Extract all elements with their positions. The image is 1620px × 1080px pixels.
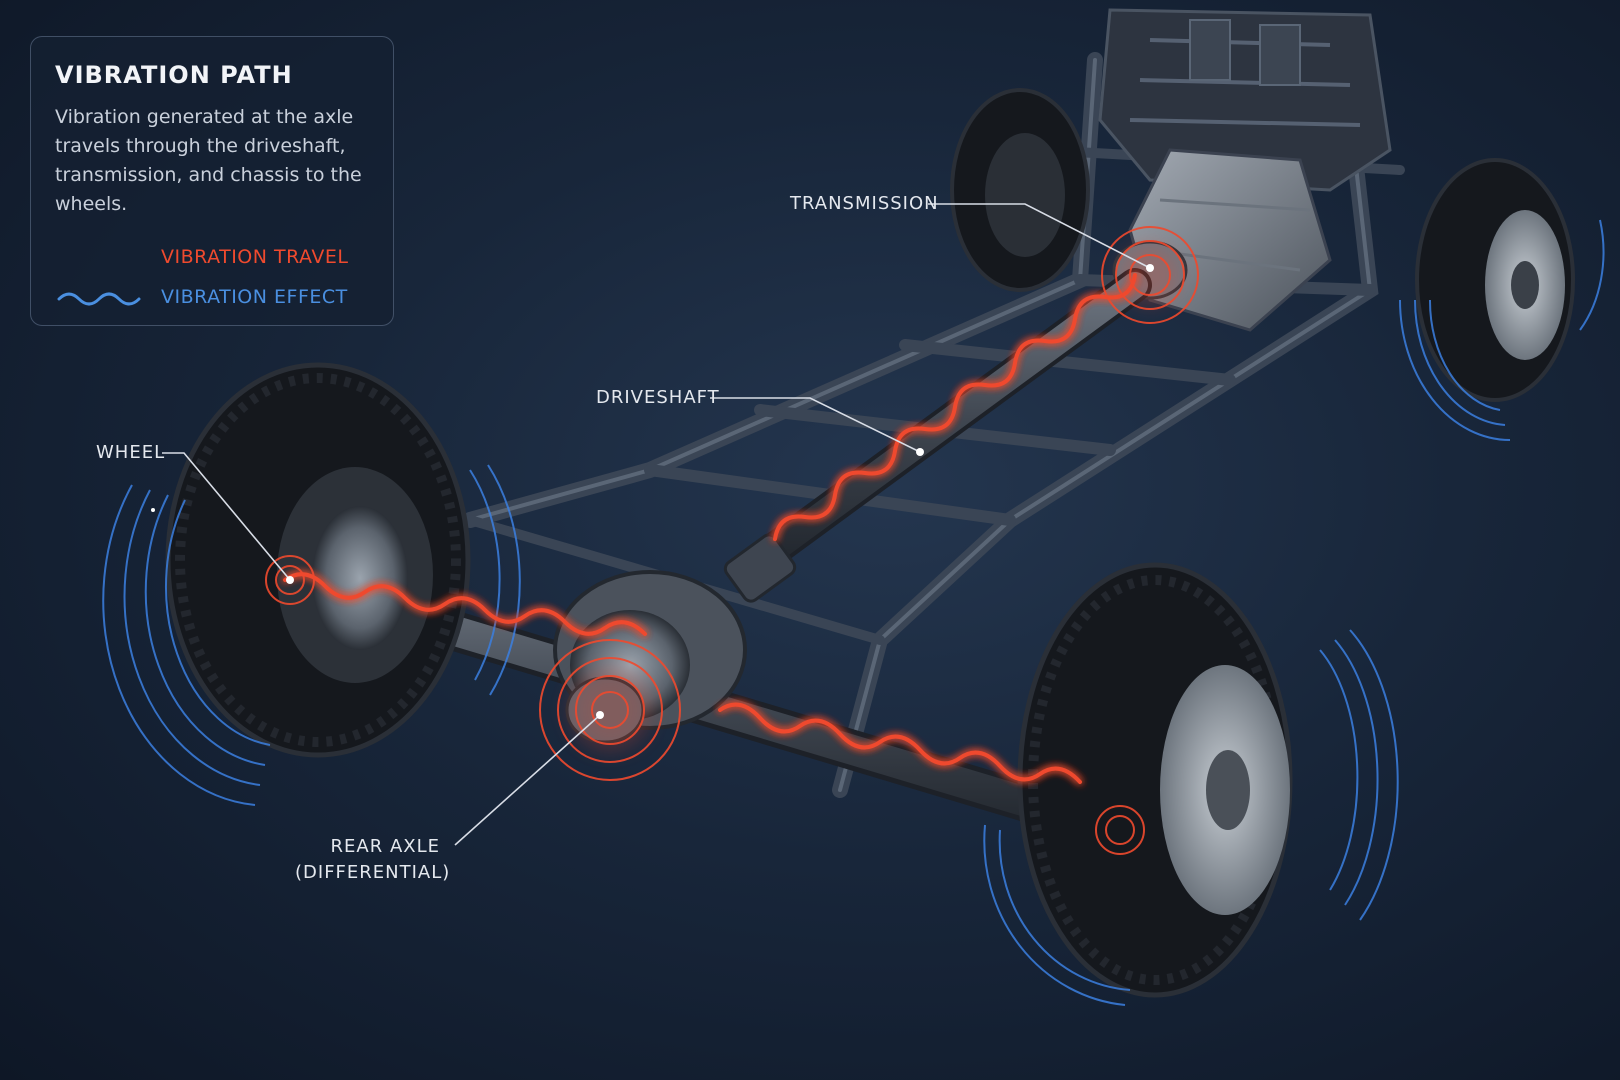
callout-rear-axle-line1: REAR AXLE bbox=[330, 836, 440, 857]
rear-left-wheel bbox=[165, 362, 471, 758]
rear-right-effect-rings bbox=[983, 629, 1399, 1006]
rear-left-effect-rings bbox=[102, 464, 521, 806]
legend-description: Vibration generated at the axle travels … bbox=[55, 106, 362, 215]
callout-rear-axle: REAR AXLE (DIFFERENTIAL) bbox=[295, 834, 451, 886]
legend-label: VIBRATION EFFECT bbox=[161, 286, 348, 308]
legend-title: VIBRATION PATH bbox=[55, 61, 293, 89]
callout-driveshaft: DRIVESHAFT bbox=[596, 387, 720, 408]
legend-item-vibration-effect: VIBRATION EFFECT bbox=[55, 277, 369, 317]
legend-item-vibration-travel: VIBRATION TRAVEL bbox=[55, 237, 369, 277]
front-right-effect-rings bbox=[1399, 219, 1605, 441]
callout-wheel: WHEEL bbox=[96, 442, 166, 463]
callout-leaders bbox=[162, 203, 1151, 846]
legend-panel: VIBRATION PATH Vibration generated at th… bbox=[30, 36, 394, 326]
rear-right-wheel bbox=[1017, 562, 1293, 998]
legend-label: VIBRATION TRAVEL bbox=[161, 246, 349, 268]
red-glow-line-icon bbox=[57, 255, 145, 259]
callout-transmission: TRANSMISSION bbox=[790, 193, 939, 214]
front-right-wheel bbox=[1415, 158, 1575, 402]
blue-wave-icon bbox=[57, 292, 141, 306]
engine-block bbox=[1098, 8, 1392, 192]
vibration-travel-paths bbox=[265, 226, 1199, 855]
callout-rear-axle-line2: (DIFFERENTIAL) bbox=[295, 862, 451, 883]
callout-dots bbox=[151, 264, 1154, 719]
front-left-wheel bbox=[950, 88, 1090, 292]
